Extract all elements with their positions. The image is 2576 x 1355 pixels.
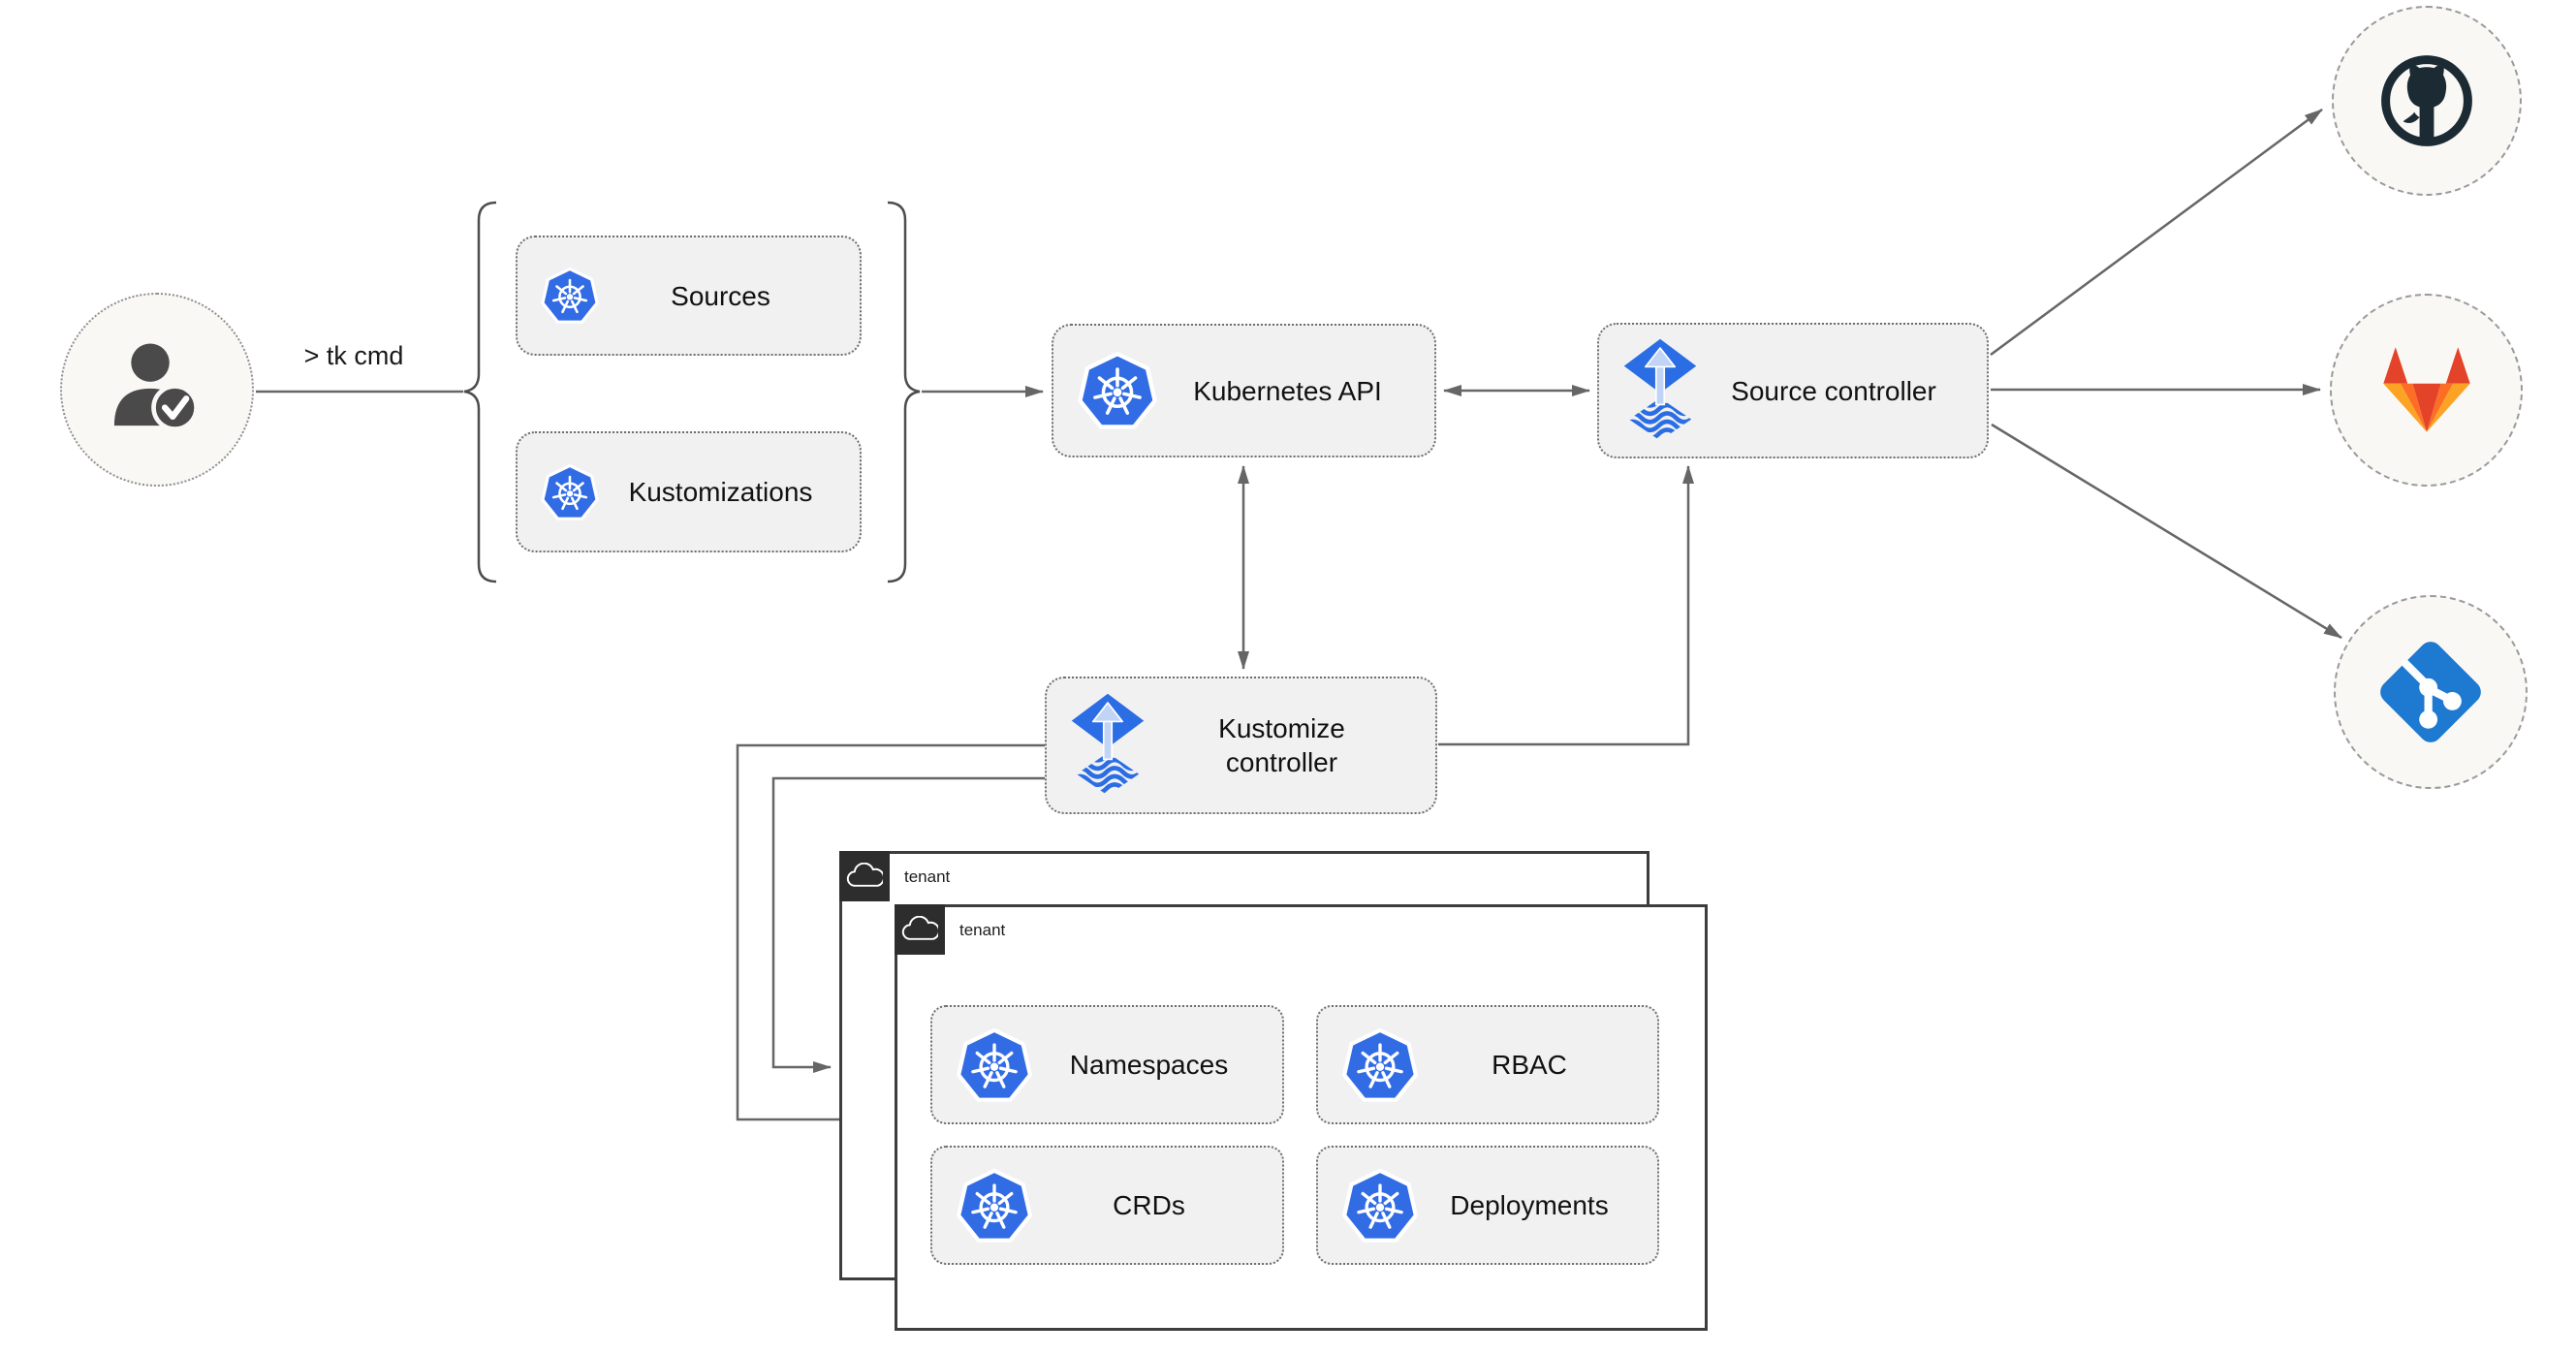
tenant-header-tab	[895, 904, 945, 955]
edge-kustomize-to-front-tenant	[736, 743, 1045, 1125]
kubernetes-icon	[541, 463, 599, 520]
rbac-label: RBAC	[1492, 1050, 1567, 1080]
kustomizations-node: Kustomizations	[516, 431, 862, 552]
kustomize-controller-label: Kustomize controller	[1218, 713, 1345, 777]
edge-kustomize-to-source	[1438, 465, 1694, 746]
git-icon	[2373, 635, 2488, 749]
git-badge	[2334, 595, 2528, 789]
kustomizations-label: Kustomizations	[628, 477, 813, 507]
namespaces-label: Namespaces	[1069, 1050, 1229, 1080]
github-icon	[2375, 49, 2478, 152]
sources-node: Sources	[516, 236, 862, 356]
kubernetes-icon	[1339, 1024, 1421, 1106]
kubernetes-api-label: Kubernetes API	[1193, 375, 1382, 406]
bracket-left	[463, 201, 497, 583]
cloud-icon	[901, 916, 938, 940]
person-check-icon	[101, 333, 213, 446]
gitlab-icon	[2382, 346, 2470, 432]
edge-source-to-github	[1990, 108, 2323, 357]
kubernetes-icon	[954, 1024, 1035, 1106]
deployments-label: Deployments	[1450, 1190, 1609, 1220]
source-controller-node: Source controller	[1597, 323, 1989, 458]
rbac-node: RBAC	[1316, 1005, 1659, 1124]
deployments-node: Deployments	[1316, 1146, 1659, 1265]
terminal-command-label: > tk cmd	[303, 341, 404, 370]
kubernetes-icon	[954, 1165, 1035, 1246]
tenant-label: tenant	[904, 867, 951, 886]
kubernetes-icon	[1339, 1165, 1421, 1246]
crds-label: CRDs	[1113, 1190, 1185, 1220]
edge-kustomize-to-back-tenant	[771, 776, 1045, 1073]
namespaces-node: Namespaces	[930, 1005, 1284, 1124]
kubernetes-api-node: Kubernetes API	[1052, 324, 1436, 457]
kubernetes-icon	[541, 267, 599, 324]
edge-source-to-git	[1991, 423, 2342, 640]
flux-icon	[1620, 337, 1700, 444]
flux-icon	[1068, 692, 1147, 799]
kubernetes-icon	[1075, 348, 1160, 433]
sources-label: Sources	[671, 280, 770, 311]
source-controller-label: Source controller	[1731, 375, 1936, 406]
cloud-icon	[846, 863, 883, 887]
gitlab-badge	[2330, 294, 2523, 487]
crds-node: CRDs	[930, 1146, 1284, 1265]
tenant-header-tab	[839, 851, 890, 901]
user-avatar	[60, 293, 254, 487]
github-badge	[2332, 6, 2522, 196]
kustomize-controller-node: Kustomize controller	[1045, 677, 1437, 814]
bracket-right	[887, 201, 921, 583]
tenant-label: tenant	[959, 921, 1006, 939]
